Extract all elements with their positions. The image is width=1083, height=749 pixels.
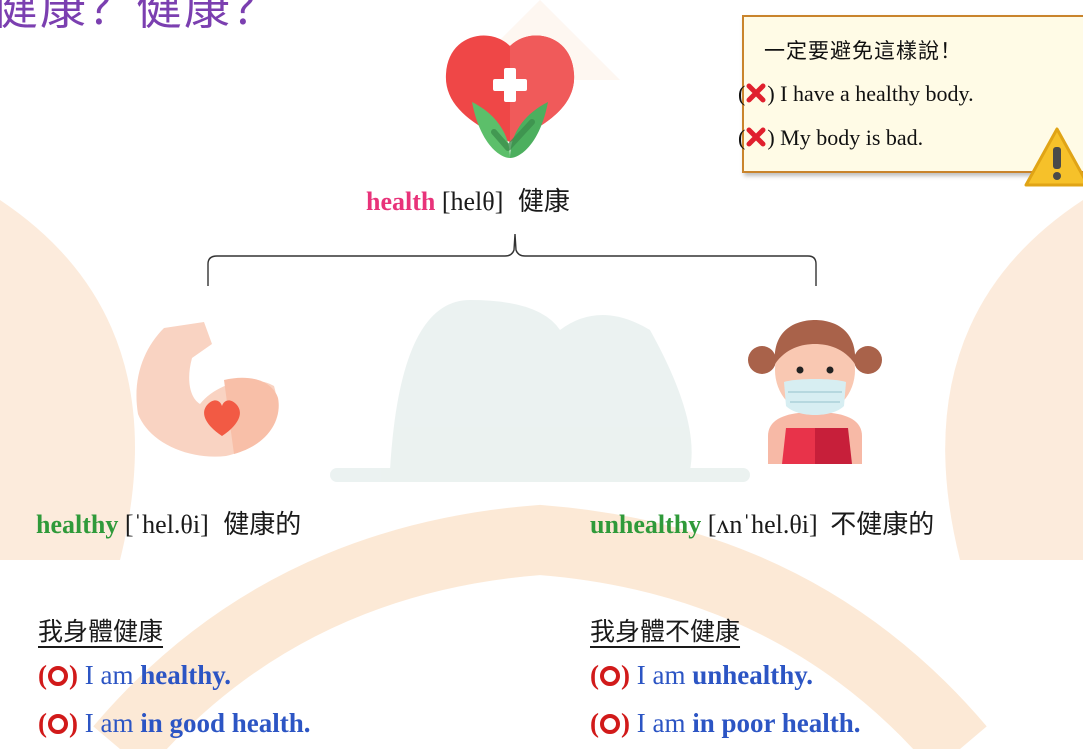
paren-open: ( — [590, 708, 599, 738]
warning-line-1: () I have a healthy body. — [738, 81, 974, 106]
correct-o-icon — [48, 714, 68, 734]
unhealthy-entry: unhealthy [ʌnˈhel.θi] 不健康的 — [590, 504, 934, 541]
left-example-1-phrase: healthy. — [140, 660, 232, 690]
warning-heading: 一定要避免這樣說！ — [764, 39, 962, 63]
paren-close: ) — [69, 708, 78, 738]
warning-box: 一定要避免這樣說！ () I have a healthy body. () M… — [738, 15, 1083, 187]
right-example-2-phrase: in poor health. — [692, 708, 861, 738]
unhealthy-ipa: [ʌnˈhel.θi] — [701, 510, 818, 539]
warning-line-2: () My body is bad. — [738, 125, 924, 150]
health-entry: health [helθ] 健康 — [366, 181, 570, 218]
warning-line-1-text: I have a healthy body. — [780, 81, 974, 106]
right-example-2: () I am in poor health. — [590, 708, 861, 739]
paren-open: ( — [38, 660, 47, 690]
unhealthy-word: unhealthy — [590, 510, 702, 539]
health-ipa: [helθ] — [435, 187, 504, 216]
right-example-1-phrase: unhealthy. — [692, 660, 814, 690]
health-meaning: 健康 — [517, 187, 570, 217]
left-examples-heading: 我身體健康 — [38, 617, 164, 646]
unhealthy-meaning: 不健康的 — [830, 510, 935, 540]
correct-o-icon — [600, 666, 620, 686]
left-example-1: () I am healthy. — [38, 660, 231, 691]
warning-triangle-icon — [1024, 127, 1083, 187]
page-title: 健康？健康？ — [0, 0, 280, 35]
left-example-2: () I am in good health. — [38, 708, 311, 739]
masked-girl-icon — [748, 320, 882, 464]
healthy-arm-icon — [136, 322, 279, 457]
healthy-ipa: [ˈhel.θi] — [118, 510, 209, 539]
paren-close: ) — [621, 660, 630, 690]
paren-open: ( — [590, 660, 599, 690]
left-example-2-prefix: I am — [84, 708, 141, 738]
paren-open: ( — [38, 708, 47, 738]
bracket-connector — [207, 233, 817, 286]
wrong-x-icon — [746, 83, 766, 103]
warning-line-2-text: My body is bad. — [780, 125, 924, 150]
right-examples-heading: 我身體不健康 — [590, 617, 741, 646]
health-heart-icon — [445, 35, 575, 158]
correct-o-icon — [600, 714, 620, 734]
right-example-2-prefix: I am — [636, 708, 693, 738]
healthy-word: healthy — [36, 510, 119, 539]
right-example-1-prefix: I am — [636, 660, 693, 690]
wrong-x-icon — [746, 127, 766, 147]
correct-o-icon — [48, 666, 68, 686]
paren-close: ) — [69, 660, 78, 690]
health-word: health — [366, 187, 436, 216]
right-example-1: () I am unhealthy. — [590, 660, 813, 691]
paren-close: ) — [621, 708, 630, 738]
healthy-entry: healthy [ˈhel.θi] 健康的 — [36, 504, 301, 541]
healthy-meaning: 健康的 — [223, 510, 302, 540]
left-example-1-prefix: I am — [84, 660, 141, 690]
left-example-2-phrase: in good health. — [140, 708, 311, 738]
